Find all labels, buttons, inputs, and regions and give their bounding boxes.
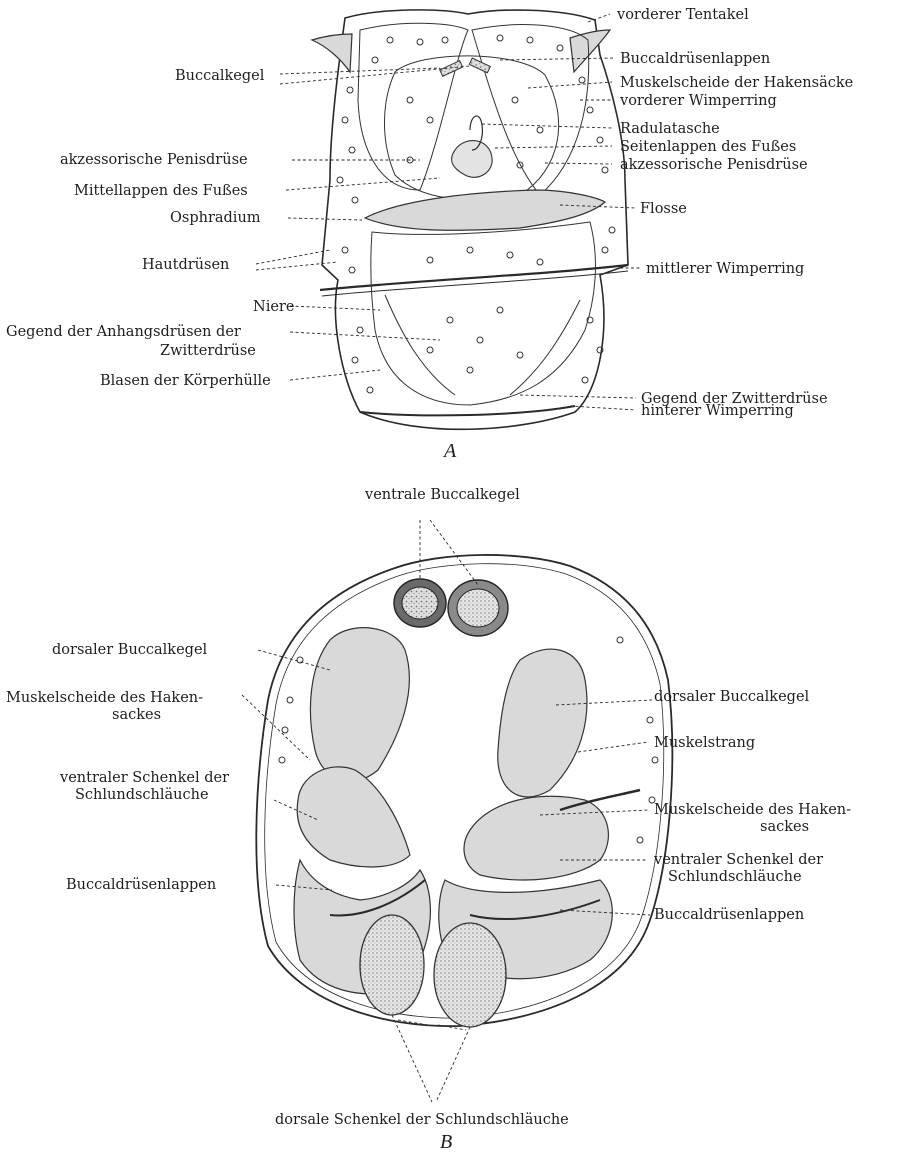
label-muskelscheide-left-1: Muskelscheide des Haken- xyxy=(6,690,203,706)
posterior-ciliary-ring xyxy=(360,406,575,415)
label-niere: Niere xyxy=(253,299,294,315)
label-buccaldruesenlappen-left: Buccaldrüsenlappen xyxy=(66,877,216,893)
figure-a-drawing xyxy=(312,10,628,429)
leader-dorsale-right xyxy=(436,1027,470,1102)
muscle-sheath-right xyxy=(464,796,608,880)
label-ventraler-schenkel-left-1: ventraler Schenkel der xyxy=(59,770,229,786)
label-ventraler-schenkel-left-2: Schlundschläuche xyxy=(75,787,209,803)
label-muskelscheide-left-2: sackes xyxy=(112,707,161,723)
label-osphradium: Osphradium xyxy=(170,210,261,226)
caption-a: A xyxy=(442,440,457,462)
head-lobe-left xyxy=(358,23,468,190)
dorsal-buccal-cone-left xyxy=(310,628,409,782)
label-dorsaler-buccalkegel-right: dorsaler Buccalkegel xyxy=(654,689,810,705)
label-flosse: Flosse xyxy=(640,201,687,217)
label-buccalkegel: Buccalkegel xyxy=(175,68,265,84)
buccal-cone-1 xyxy=(440,61,463,77)
label-buccaldruesenlappen-right: Buccaldrüsenlappen xyxy=(654,907,804,923)
buccal-cone-2 xyxy=(469,58,490,73)
label-ventraler-schenkel-right-1: ventraler Schenkel der xyxy=(653,852,823,868)
caption-b: B xyxy=(440,1131,452,1153)
figure-b-drawing xyxy=(256,555,672,1027)
label-mittlerer-wimperring: mittlerer Wimperring xyxy=(646,261,804,277)
radula-pocket xyxy=(452,141,493,178)
kidney-outline xyxy=(385,295,455,395)
label-anhangsdruesen-2: Zwitterdrüse xyxy=(160,343,256,359)
label-hautdruesen: Hautdrüsen xyxy=(142,257,229,273)
label-muskelscheide-right-1: Muskelscheide des Haken- xyxy=(654,802,851,818)
trunk-cavity xyxy=(371,222,596,405)
leader-dorsale-left xyxy=(392,1015,432,1102)
label-anhangsdruesen-1: Gegend der Anhangsdrüsen der xyxy=(6,324,241,340)
gonad-outline xyxy=(510,300,580,395)
muscle-sheath-left xyxy=(297,767,410,867)
dorsal-limb-left xyxy=(360,915,424,1015)
label-dorsaler-buccalkegel-left: dorsaler Buccalkegel xyxy=(52,642,208,658)
fin xyxy=(365,190,605,230)
left-tentacle xyxy=(312,34,352,72)
label-buccaldruesenlappen-a: Buccaldrüsenlappen xyxy=(620,51,770,67)
label-muskelscheide-hakensaecke: Muskelscheide der Hakensäcke xyxy=(620,75,853,91)
label-mittellappen-fuss: Mittellappen des Fußes xyxy=(74,183,248,199)
label-vorderer-wimperring: vorderer Wimperring xyxy=(619,93,777,109)
label-muskelscheide-right-2: sackes xyxy=(760,819,809,835)
label-vorderer-tentakel: vorderer Tentakel xyxy=(616,7,749,23)
label-ventraler-schenkel-right-2: Schlundschläuche xyxy=(668,869,802,885)
label-hinterer-wimperring: hinterer Wimperring xyxy=(641,403,794,419)
dorsal-limb-right xyxy=(434,923,506,1027)
label-dorsale-schenkel: dorsale Schenkel der Schlundschläuche xyxy=(275,1112,569,1128)
label-seitenlappen-fuss: Seitenlappen des Fußes xyxy=(620,139,796,155)
middle-ciliary-ring-2 xyxy=(322,271,628,296)
label-ventrale-buccalkegel: ventrale Buccalkegel xyxy=(364,487,520,503)
middle-ciliary-ring xyxy=(320,265,628,290)
inner-oval xyxy=(384,56,558,200)
label-blasen-koerperhuelle: Blasen der Körperhülle xyxy=(100,373,271,389)
dorsal-buccal-cone-right xyxy=(498,649,587,797)
label-akz-penisdruese-right: akzessorische Penisdrüse xyxy=(620,157,808,173)
label-akz-penisdruese-left: akzessorische Penisdrüse xyxy=(60,152,248,168)
label-radulatasche: Radulatasche xyxy=(620,121,720,137)
label-muskelstrang: Muskelstrang xyxy=(654,735,755,751)
